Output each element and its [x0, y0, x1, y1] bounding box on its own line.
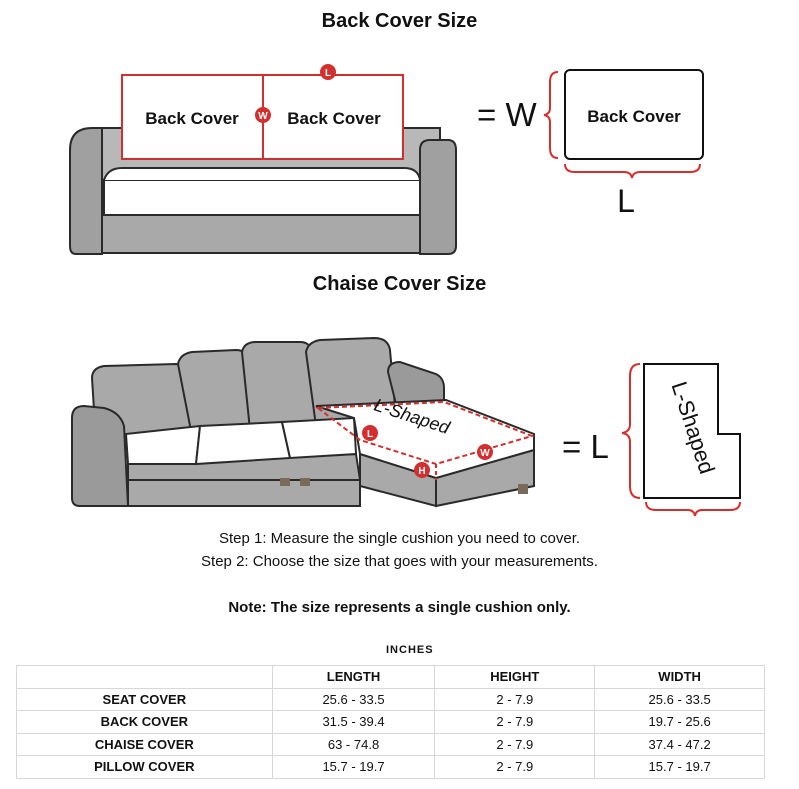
table-header-length: LENGTH — [271, 665, 436, 689]
chaise-cover-title: Chaise Cover Size — [312, 273, 487, 295]
chaise-width-marker-icon — [477, 444, 493, 460]
row-length: 31.5 - 39.4 — [271, 710, 436, 734]
table-unit-label: INCHES — [386, 644, 434, 656]
row-width: 19.7 - 25.6 — [594, 710, 765, 734]
back-cushion-left — [121, 74, 264, 160]
row-width: 25.6 - 33.5 — [594, 687, 765, 711]
row-name: SEAT COVER — [16, 687, 273, 711]
row-width: 37.4 - 47.2 — [594, 732, 765, 756]
sofa-base — [99, 214, 436, 254]
row-name: CHAISE COVER — [16, 732, 273, 756]
back-cushion-left-label: Back Cover — [145, 109, 239, 128]
chaise-back-cushion-3 — [240, 341, 318, 432]
chaise-length-brace — [621, 363, 641, 499]
back-cover-sofa-illustration: Back Cover Back Cover L W = W Back Cover… — [69, 64, 704, 255]
row-length: 15.7 - 19.7 — [271, 755, 436, 779]
row-name: PILLOW COVER — [16, 755, 273, 779]
back-cushion-right-label: Back Cover — [287, 109, 381, 128]
row-length: 25.6 - 33.5 — [271, 687, 436, 711]
length-brace — [564, 163, 701, 179]
sofa-right-arm — [419, 139, 457, 255]
width-marker-icon — [255, 107, 271, 123]
table-header-blank — [16, 665, 273, 689]
chaise-sofa-illustration: L-Shaped L W H = L L-Shaped — [71, 336, 741, 517]
step-1-text: Step 1: Measure the single cushion you n… — [218, 530, 581, 547]
equals-l-label: = L — [562, 428, 609, 465]
chaise-height-marker-text: H — [418, 466, 425, 477]
width-marker-text: W — [258, 111, 268, 122]
table-row: SEAT COVER 25.6 - 33.5 2 - 7.9 25.6 - 33… — [16, 687, 765, 711]
table-header-row: LENGTH HEIGHT WIDTH — [16, 665, 765, 689]
table-header-height: HEIGHT — [434, 665, 596, 689]
l-shape-outline — [643, 363, 741, 499]
row-height: 2 - 7.9 — [434, 755, 596, 779]
table-row: PILLOW COVER 15.7 - 19.7 2 - 7.9 15.7 - … — [16, 755, 765, 779]
chaise-left-arm — [71, 404, 130, 507]
step-2-text: Step 2: Choose the size that goes with y… — [201, 553, 598, 570]
row-height: 2 - 7.9 — [434, 710, 596, 734]
row-length: 63 - 74.8 — [271, 732, 436, 756]
chaise-width-marker-text: W — [480, 448, 490, 459]
length-dim-label: L — [617, 183, 635, 219]
table-header-width: WIDTH — [594, 665, 765, 689]
back-cover-rect-label: Back Cover — [587, 107, 681, 126]
sofa-left-arm — [69, 127, 103, 255]
size-table: LENGTH HEIGHT WIDTH SEAT COVER 25.6 - 33… — [16, 665, 765, 779]
note-text: Note: The size represents a single cushi… — [228, 599, 571, 616]
chaise-cushion — [315, 398, 535, 480]
chaise-length-marker-text: L — [367, 429, 373, 440]
row-width: 15.7 - 19.7 — [594, 755, 765, 779]
seat-cushion — [103, 179, 421, 216]
table-row: CHAISE COVER 63 - 74.8 2 - 7.9 37.4 - 47… — [16, 732, 765, 756]
row-height: 2 - 7.9 — [434, 687, 596, 711]
chaise-width-brace — [645, 501, 741, 517]
chaise-seat-cushion-3 — [280, 416, 358, 460]
back-cover-rect — [564, 69, 704, 160]
row-name: BACK COVER — [16, 710, 273, 734]
chaise-height-marker-icon — [414, 462, 430, 478]
back-cover-title: Back Cover Size — [321, 10, 478, 32]
table-row: BACK COVER 31.5 - 39.4 2 - 7.9 19.7 - 25… — [16, 710, 765, 734]
equals-w-label: = W — [477, 96, 537, 133]
chaise-length-marker-icon — [362, 425, 378, 441]
chaise-right-arm — [386, 360, 445, 414]
length-marker-text: L — [325, 68, 331, 79]
width-brace — [543, 71, 559, 159]
row-height: 2 - 7.9 — [434, 732, 596, 756]
length-marker-icon — [320, 64, 336, 80]
chaise-seat-cushion-2 — [194, 420, 292, 466]
chaise-dashed-outline — [315, 400, 536, 466]
